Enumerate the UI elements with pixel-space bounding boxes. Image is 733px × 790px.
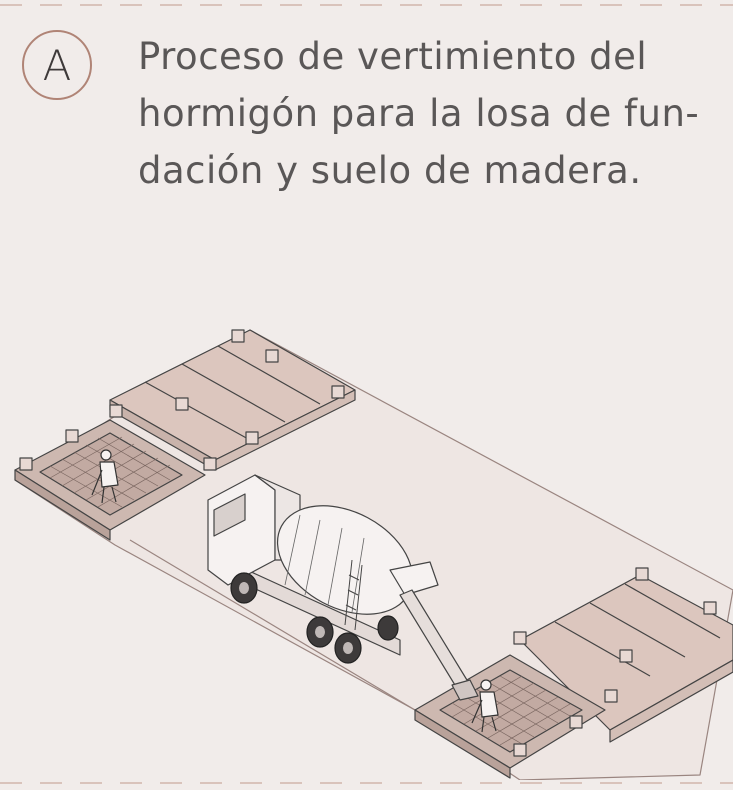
caption-line-3: dación y suelo de madera. — [138, 149, 642, 192]
caption-line-2: hormigón para la losa de fun- — [138, 92, 700, 135]
poured-concrete — [451, 679, 479, 701]
truck-ladder — [344, 559, 363, 631]
caption-line-1: Proceso de vertimiento del — [138, 35, 648, 78]
top-dashed-divider — [0, 4, 733, 6]
formwork-stakes — [19, 329, 717, 757]
site-edge-line — [129, 539, 416, 711]
figure-label: A — [42, 40, 72, 90]
slab-side-right — [609, 659, 733, 743]
figure-label-badge: A — [22, 30, 92, 100]
bottom-dashed-divider — [0, 782, 733, 784]
concrete-mixer-truck — [207, 474, 439, 664]
figure-caption: Proceso de vertimiento del hormigón para… — [138, 28, 713, 199]
worker-right — [471, 679, 499, 733]
worker-left — [91, 449, 119, 504]
mixer-hopper — [389, 561, 439, 596]
rebar-grid-left — [49, 436, 171, 508]
construction-illustration — [14, 329, 733, 780]
